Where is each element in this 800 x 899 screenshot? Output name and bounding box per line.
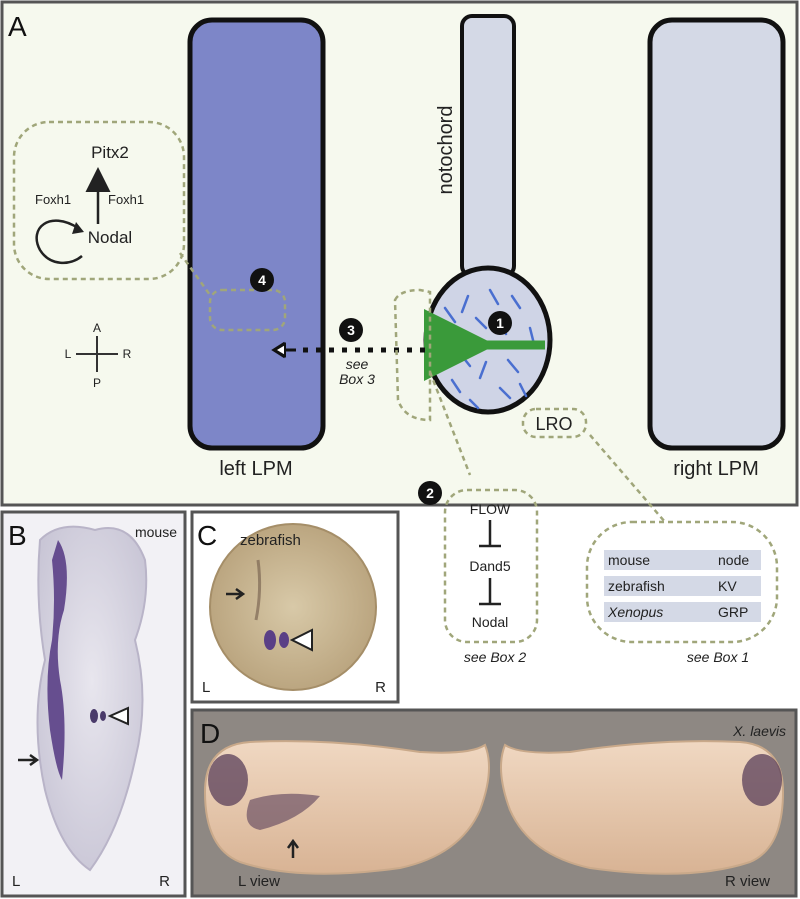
panel-d-right-view: R view xyxy=(725,873,770,890)
lro-table-box xyxy=(585,520,779,644)
circuit-foxh1-right: Foxh1 xyxy=(108,192,144,207)
axis-right: R xyxy=(123,347,132,361)
panel-c: C zebrafish L R xyxy=(190,510,400,704)
panel-c-left: L xyxy=(202,679,210,696)
right-lpm-label: right LPM xyxy=(673,458,759,480)
zebrafish-embryo xyxy=(209,523,377,691)
panel-d-left-view: L view xyxy=(238,873,280,890)
mouse-nodal-stain xyxy=(47,540,67,780)
panel-c-right: R xyxy=(375,679,386,696)
lro-label: LRO xyxy=(535,414,572,434)
left-lpm xyxy=(187,17,326,451)
inhibition-bar-1 xyxy=(479,520,501,548)
panel-c-species: zebrafish xyxy=(240,532,301,549)
lro-row-bg-1 xyxy=(604,550,761,570)
tadpole-left-arrow xyxy=(286,838,300,858)
lro-row-species-3: Xenopus xyxy=(607,604,663,620)
axis-posterior: P xyxy=(93,376,101,390)
mouse-node-arrowhead xyxy=(107,706,129,726)
cascade-flow: FLOW xyxy=(470,501,511,517)
tadpole-left-lpm-stain xyxy=(246,793,320,830)
tadpole-right-head-stain xyxy=(742,754,782,806)
lro-callout-bubble xyxy=(393,288,432,422)
panel-d-letter: D xyxy=(200,718,220,749)
panel-b-left: L xyxy=(12,873,20,890)
cascade-dand5: Dand5 xyxy=(469,558,510,574)
tadpole-left xyxy=(203,740,490,875)
panel-b-letter: B xyxy=(8,520,27,551)
axis-left: L xyxy=(65,347,72,361)
axis-anterior: A xyxy=(93,321,101,335)
inhibition-bar-2 xyxy=(479,578,501,606)
signal-path xyxy=(271,341,425,359)
step-3-number: 3 xyxy=(347,322,355,338)
lro-table-see-box1: see Box 1 xyxy=(687,649,749,665)
step-1-badge xyxy=(488,311,512,335)
circuit-foxh1-left: Foxh1 xyxy=(35,192,71,207)
cascade-see-box2: see Box 2 xyxy=(464,649,526,665)
panel-a: A left LPM right LPM notochord xyxy=(0,0,799,665)
cascade-connector xyxy=(428,371,472,476)
lro-label-box xyxy=(521,407,588,439)
mouse-lpm-arrow xyxy=(18,753,40,767)
left-lpm-label: left LPM xyxy=(219,458,292,480)
box3-ref: Box 3 xyxy=(339,371,375,387)
lro-row-organ-2: KV xyxy=(718,578,737,594)
notochord xyxy=(460,14,516,278)
circuit-pitx2: Pitx2 xyxy=(91,143,129,162)
right-lpm xyxy=(647,17,786,451)
body-axes-icon xyxy=(76,336,118,372)
panel-a-letter: A xyxy=(8,11,27,42)
lro-row-species-2: zebrafish xyxy=(608,578,665,594)
lro-row-organ-3: GRP xyxy=(718,604,748,620)
notochord-label: notochord xyxy=(435,106,457,195)
lro-row-bg-2 xyxy=(604,576,761,596)
step-1-number: 1 xyxy=(496,315,504,331)
panel-b: B mouse L R xyxy=(0,510,187,898)
circuit-loop-arrow xyxy=(35,219,83,264)
table-connector xyxy=(589,434,666,523)
panel-d-species: X. laevis xyxy=(732,723,786,739)
tadpole-right xyxy=(500,740,785,875)
zebrafish-kv-arrowhead xyxy=(289,628,313,652)
lro-row-species-1: mouse xyxy=(608,552,650,568)
step-2-number: 2 xyxy=(426,485,434,501)
panel-b-right: R xyxy=(159,873,170,890)
circuit-nodal: Nodal xyxy=(88,228,132,247)
tadpole-left-head-stain xyxy=(208,754,248,806)
step-4-badge xyxy=(250,268,274,292)
step-2-badge xyxy=(418,481,442,505)
zebrafish-lpm-stain xyxy=(254,559,262,621)
step-3-badge xyxy=(339,318,363,342)
zebrafish-lpm-arrow xyxy=(226,587,246,601)
panel-d: D X. laevis L view R view xyxy=(190,708,798,898)
box3-see: see xyxy=(346,356,369,372)
mouse-node-stain xyxy=(90,709,98,723)
zebrafish-kv-stain xyxy=(264,630,276,650)
step-4-region xyxy=(208,288,287,332)
circuit-box xyxy=(12,120,186,281)
lro-row-bg-3 xyxy=(604,602,761,622)
panel-c-letter: C xyxy=(197,520,217,551)
cascade-box xyxy=(443,488,539,644)
cascade-nodal: Nodal xyxy=(472,614,509,630)
step-4-number: 4 xyxy=(258,272,266,288)
mouse-embryo xyxy=(36,525,148,872)
lro-row-organ-1: node xyxy=(718,552,749,568)
panel-b-species: mouse xyxy=(135,524,177,540)
